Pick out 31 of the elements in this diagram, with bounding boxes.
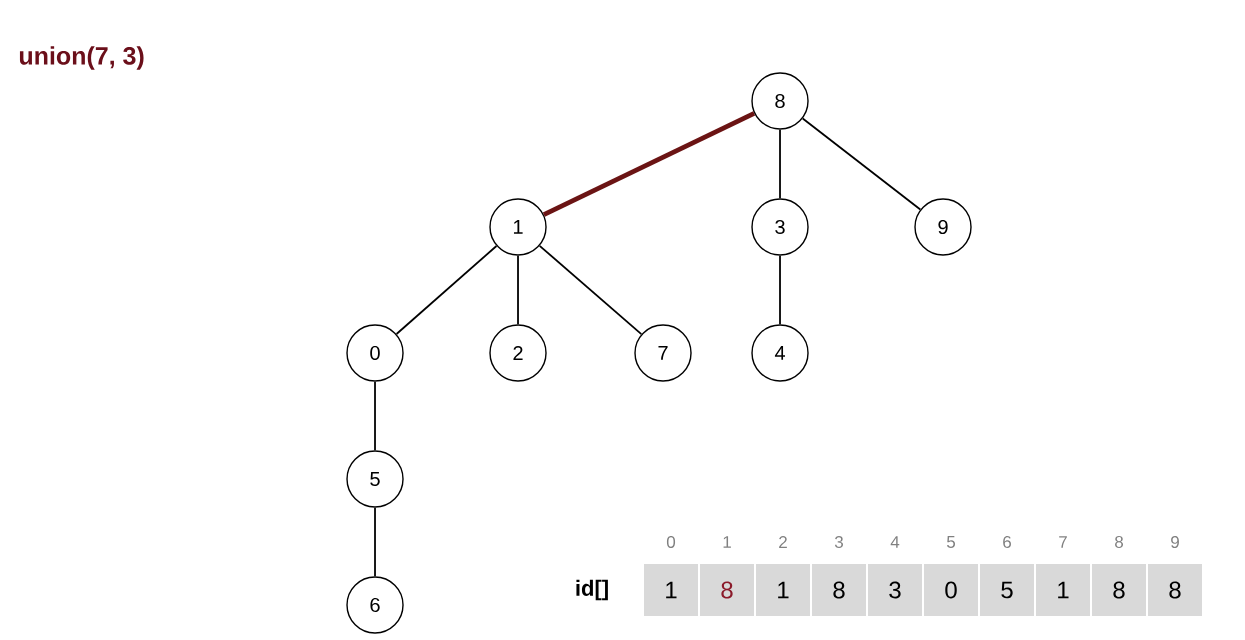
array-index: 4 [890,536,900,548]
array-cell: 3 [868,564,922,616]
tree-edge [779,128,781,200]
array-index: 7 [1059,536,1067,548]
array-cell: 1 [644,564,698,616]
array-index: 3 [834,536,843,548]
array-index: 5 [947,536,956,548]
tree-edge [517,254,519,326]
tree-edge [801,117,922,211]
array-cell: 1 [1036,564,1090,616]
tree-edge [395,245,498,335]
array-index: 9 [1171,536,1179,548]
array-cell: 0 [924,564,978,616]
tree-edge [538,244,643,336]
array-index: 0 [666,536,676,548]
array-cell: 5 [980,564,1034,616]
array-index: 2 [779,536,787,548]
array-name: id[] [576,579,608,601]
array-cell: 8 [1148,564,1202,616]
array-cell: 8 [1092,564,1146,616]
array-cell: 8 [700,564,754,616]
title: union(7, 3) [19,46,144,70]
array-index: 6 [1003,536,1011,548]
tree-edge [779,254,781,326]
tree-edge [374,506,376,578]
tree-edge [374,380,376,452]
array-index: 1 [723,536,731,548]
array-cell: 1 [756,564,810,616]
tree-edge [542,111,756,217]
array-cell: 8 [812,564,866,616]
array-index: 8 [1115,536,1123,548]
